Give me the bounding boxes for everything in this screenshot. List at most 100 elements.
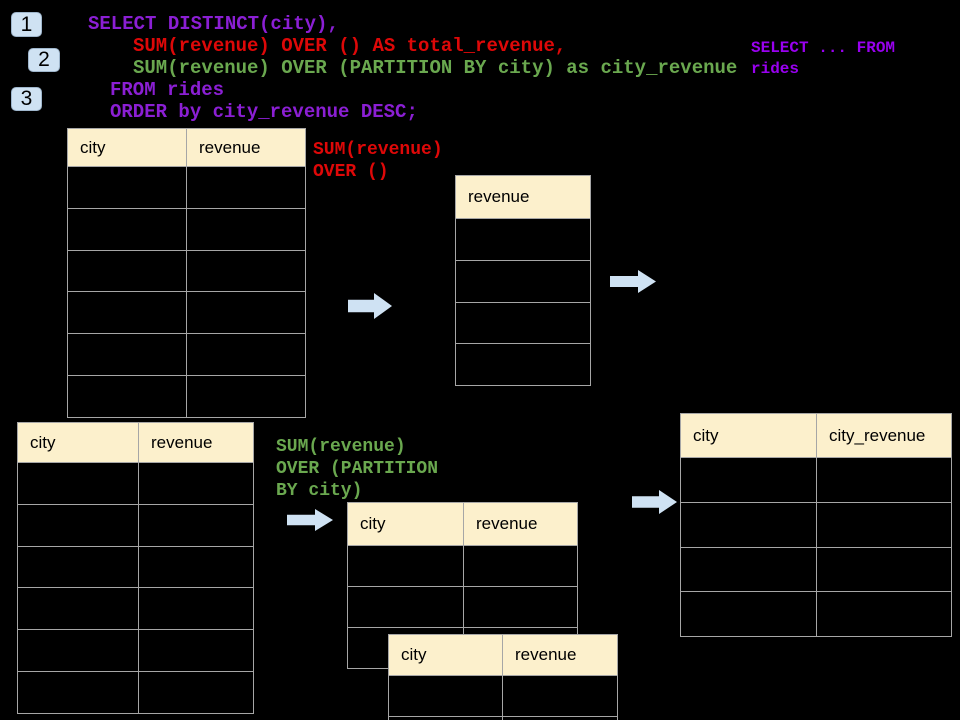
table-row <box>67 249 306 293</box>
body-cell <box>455 218 591 261</box>
body-cell <box>186 207 306 251</box>
body-cell <box>17 545 139 589</box>
code-line: OVER (PARTITION <box>276 459 439 479</box>
table-row <box>17 462 254 505</box>
body-cell <box>67 291 187 335</box>
body-cell <box>67 166 187 209</box>
header-cell-city: city <box>17 422 139 463</box>
code-line: FROM rides <box>110 79 225 101</box>
body-cell <box>502 715 618 720</box>
body-cell <box>347 586 464 628</box>
table-row <box>17 670 254 714</box>
body-cell <box>186 333 306 376</box>
table-row <box>680 546 952 593</box>
body-cell <box>67 374 187 418</box>
body-cell <box>388 715 503 720</box>
table-row <box>17 587 254 631</box>
total-flow-right-arrow-icon <box>348 293 392 319</box>
code-line: rides <box>751 60 800 78</box>
table-row <box>455 259 591 303</box>
body-cell <box>138 462 254 505</box>
body-cell <box>455 301 591 345</box>
body-cell <box>502 675 618 717</box>
total-revenue-table: revenue <box>455 175 591 387</box>
body-cell <box>463 586 578 628</box>
body-cell <box>186 291 306 335</box>
body-cell <box>816 457 952 503</box>
body-cell <box>816 501 952 548</box>
code-line: ORDER by city_revenue DESC; <box>110 101 418 123</box>
header-cell-revenue: revenue <box>138 422 254 463</box>
header-cell-city: city <box>680 413 817 458</box>
header-cell-revenue: revenue <box>463 502 578 546</box>
table-row <box>67 166 306 209</box>
body-cell <box>680 546 817 593</box>
table-row <box>67 333 306 376</box>
table-row <box>67 291 306 335</box>
header-cell-revenue: revenue <box>502 634 618 676</box>
table-row <box>680 591 952 638</box>
table-row <box>680 457 952 503</box>
table-row <box>388 715 618 720</box>
body-cell <box>388 675 503 717</box>
partition-flow-right-arrow-icon <box>287 509 333 531</box>
body-cell <box>17 462 139 505</box>
body-cell <box>17 629 139 672</box>
code-line: SUM(revenue) OVER () AS total_revenue, <box>133 35 567 57</box>
body-cell <box>138 503 254 547</box>
body-cell <box>347 545 464 587</box>
code-line: BY city) <box>276 481 363 501</box>
body-cell <box>816 591 952 638</box>
table-row <box>67 207 306 251</box>
table-row <box>455 301 591 345</box>
code-line: SUM(revenue) <box>313 140 443 160</box>
table-row <box>455 218 591 261</box>
body-cell <box>138 545 254 589</box>
code-line: SUM(revenue) OVER (PARTITION BY city) as… <box>133 57 738 79</box>
total-revenue-annotation: SUM(revenue)OVER () <box>313 139 443 183</box>
table-row <box>680 501 952 548</box>
header-cell-city: city <box>388 634 503 676</box>
partition-result-right-arrow-icon <box>632 490 677 514</box>
code-line: SELECT DISTINCT(city), <box>88 13 339 35</box>
step-badge-1: 1 <box>11 12 42 37</box>
header-cell-revenue: revenue <box>455 175 591 219</box>
body-cell <box>455 259 591 303</box>
step-badge-2: 2 <box>28 48 60 72</box>
sql-query-code: SELECT DISTINCT(city),SUM(revenue) OVER … <box>88 13 737 123</box>
table-row <box>17 545 254 589</box>
code-line: SELECT ... FROM <box>751 39 896 57</box>
table-row <box>17 503 254 547</box>
body-cell <box>138 670 254 714</box>
header-cell-city_revenue: city_revenue <box>816 413 952 458</box>
header-cell-city: city <box>347 502 464 546</box>
body-cell <box>186 166 306 209</box>
side-note-code: SELECT ... FROM rides <box>751 38 895 80</box>
body-cell <box>17 503 139 547</box>
body-cell <box>463 545 578 587</box>
code-line: SUM(revenue) <box>276 437 406 457</box>
table-row <box>347 545 578 587</box>
table-header-row: revenue <box>455 175 591 219</box>
body-cell <box>67 249 187 293</box>
table-row <box>388 675 618 717</box>
body-cell <box>17 587 139 631</box>
body-cell <box>816 546 952 593</box>
body-cell <box>455 343 591 387</box>
code-line: OVER () <box>313 162 389 182</box>
table-row <box>67 374 306 418</box>
body-cell <box>138 587 254 631</box>
body-cell <box>67 207 187 251</box>
body-cell <box>67 333 187 376</box>
header-cell-city: city <box>67 128 187 167</box>
step-badge-3: 3 <box>11 87 42 111</box>
